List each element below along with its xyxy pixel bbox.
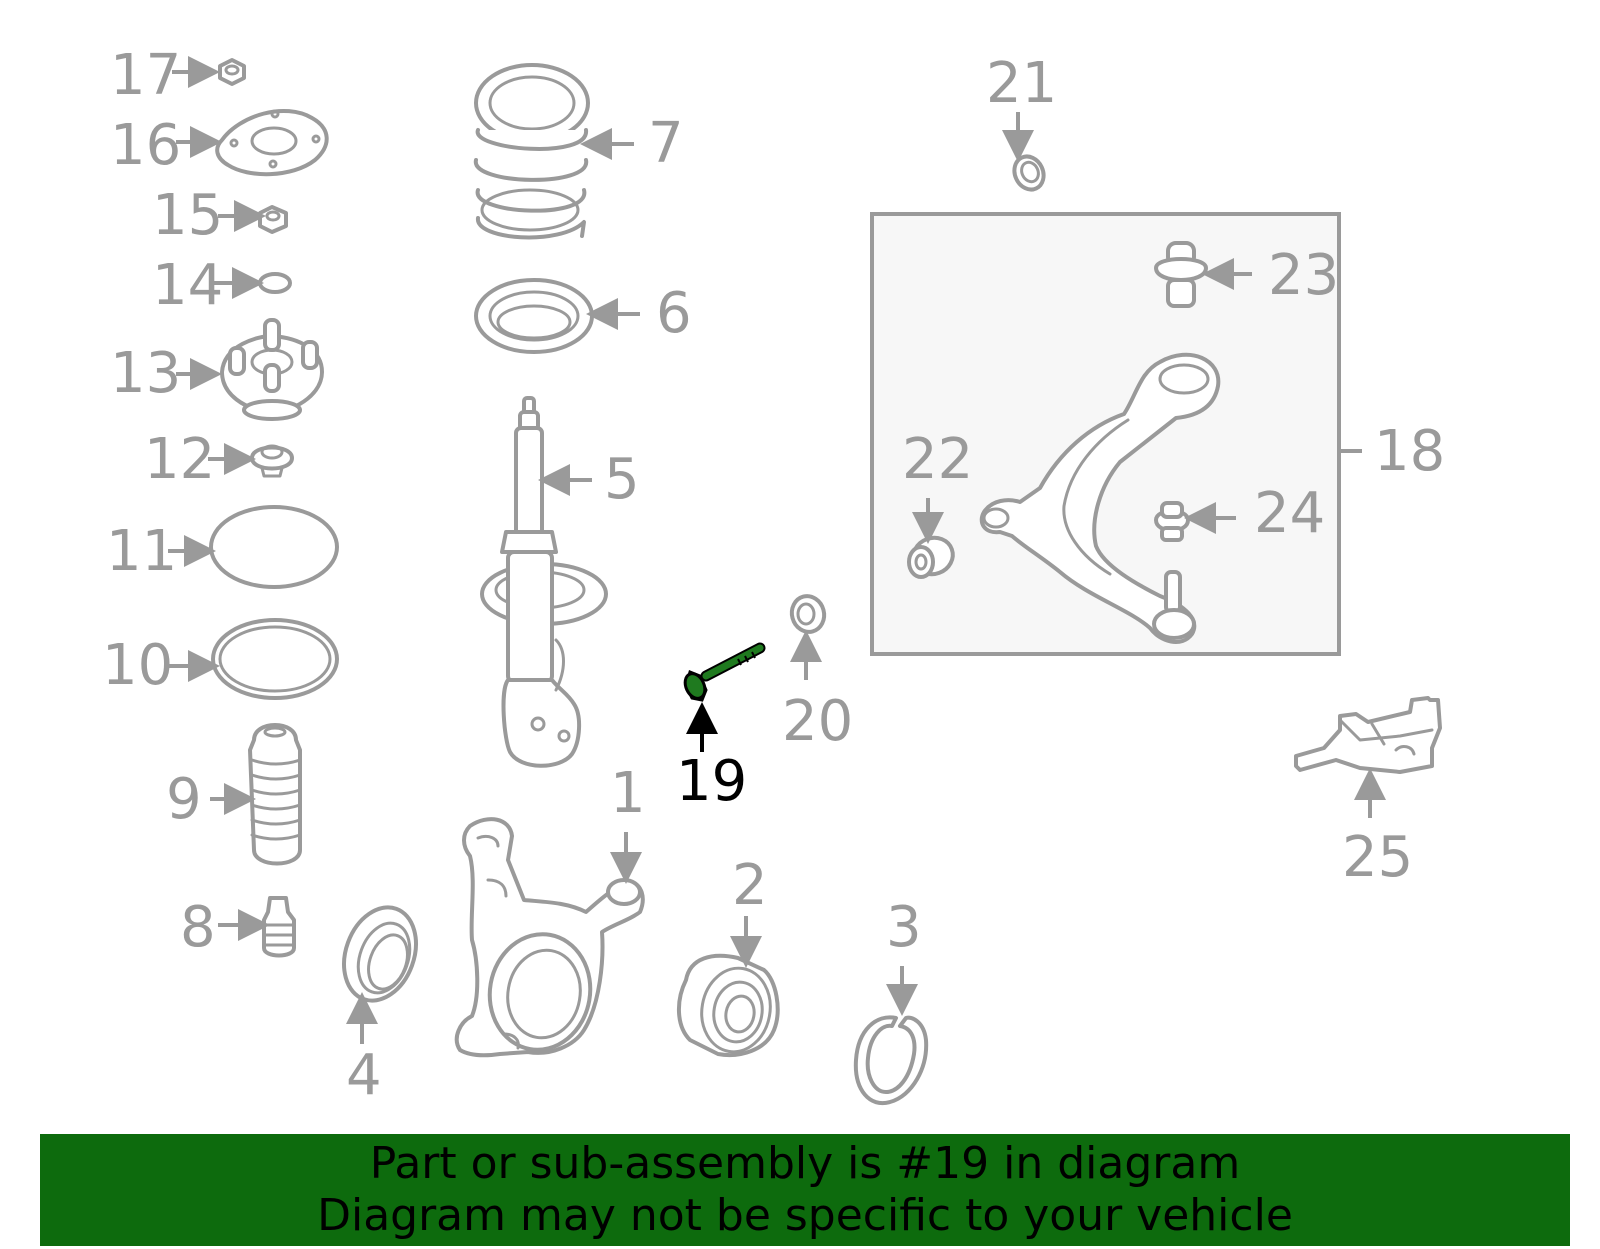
label-11: 11 <box>106 519 177 584</box>
label-25: 25 <box>1342 825 1413 890</box>
label-9: 9 <box>166 767 202 832</box>
label-15: 15 <box>152 183 223 248</box>
label-5: 5 <box>604 447 640 512</box>
part-13-upper-mount <box>220 318 324 421</box>
part-3-snap-ring <box>853 1015 929 1106</box>
part-7-coil-spring <box>473 63 590 240</box>
part-1-steering-knuckle <box>454 817 645 1058</box>
label-12: 12 <box>144 427 215 492</box>
label-20: 20 <box>782 689 853 754</box>
label-23: 23 <box>1268 243 1339 308</box>
label-22: 22 <box>902 427 973 492</box>
part-4-seal <box>342 905 418 1003</box>
label-10: 10 <box>102 633 173 698</box>
part-2-wheel-bearing <box>676 953 780 1057</box>
label-2: 2 <box>732 853 768 918</box>
label-1: 1 <box>610 761 646 826</box>
part-17-nut <box>218 58 246 86</box>
label-13: 13 <box>110 341 181 406</box>
part-21-washer <box>1012 154 1046 192</box>
label-3: 3 <box>886 895 922 960</box>
part-25-bracket <box>1294 696 1442 774</box>
banner-line-part-number: Part or sub-assembly is #19 in diagram <box>369 1138 1241 1189</box>
label-8: 8 <box>180 895 216 960</box>
part-16-mount-plate <box>215 109 329 177</box>
label-6: 6 <box>656 281 692 346</box>
part-24-bushing <box>1154 501 1190 542</box>
info-banner: Part or sub-assembly is #19 in diagram D… <box>40 1134 1570 1246</box>
banner-line-disclaimer: Diagram may not be specific to your vehi… <box>317 1190 1293 1241</box>
part-6-spring-seat <box>474 278 594 354</box>
part-15-nut <box>258 205 288 234</box>
part-20-spacer <box>789 594 827 634</box>
part-9-dust-boot <box>248 723 302 866</box>
label-7: 7 <box>648 111 684 176</box>
label-24: 24 <box>1254 481 1325 546</box>
suspension-parts-diagram: 17 16 15 14 13 12 11 10 9 8 7 6 5 21 23 … <box>102 43 1445 1108</box>
part-10-ring <box>211 618 339 700</box>
part-19-bolt-highlighted[interactable] <box>681 642 766 702</box>
label-14: 14 <box>152 253 223 318</box>
label-18: 18 <box>1374 419 1445 484</box>
part-18-lower-control-arm <box>979 352 1221 644</box>
part-11-ring <box>209 505 339 589</box>
part-8-bump-stop <box>262 896 296 958</box>
label-21: 21 <box>986 51 1057 116</box>
label-16: 16 <box>110 113 181 178</box>
part-12-cap <box>250 444 294 478</box>
label-19-highlighted: 19 <box>676 749 747 814</box>
label-4: 4 <box>346 1043 382 1108</box>
part-14-ring <box>258 272 292 294</box>
label-17: 17 <box>110 43 181 108</box>
part-5-strut <box>480 396 608 768</box>
